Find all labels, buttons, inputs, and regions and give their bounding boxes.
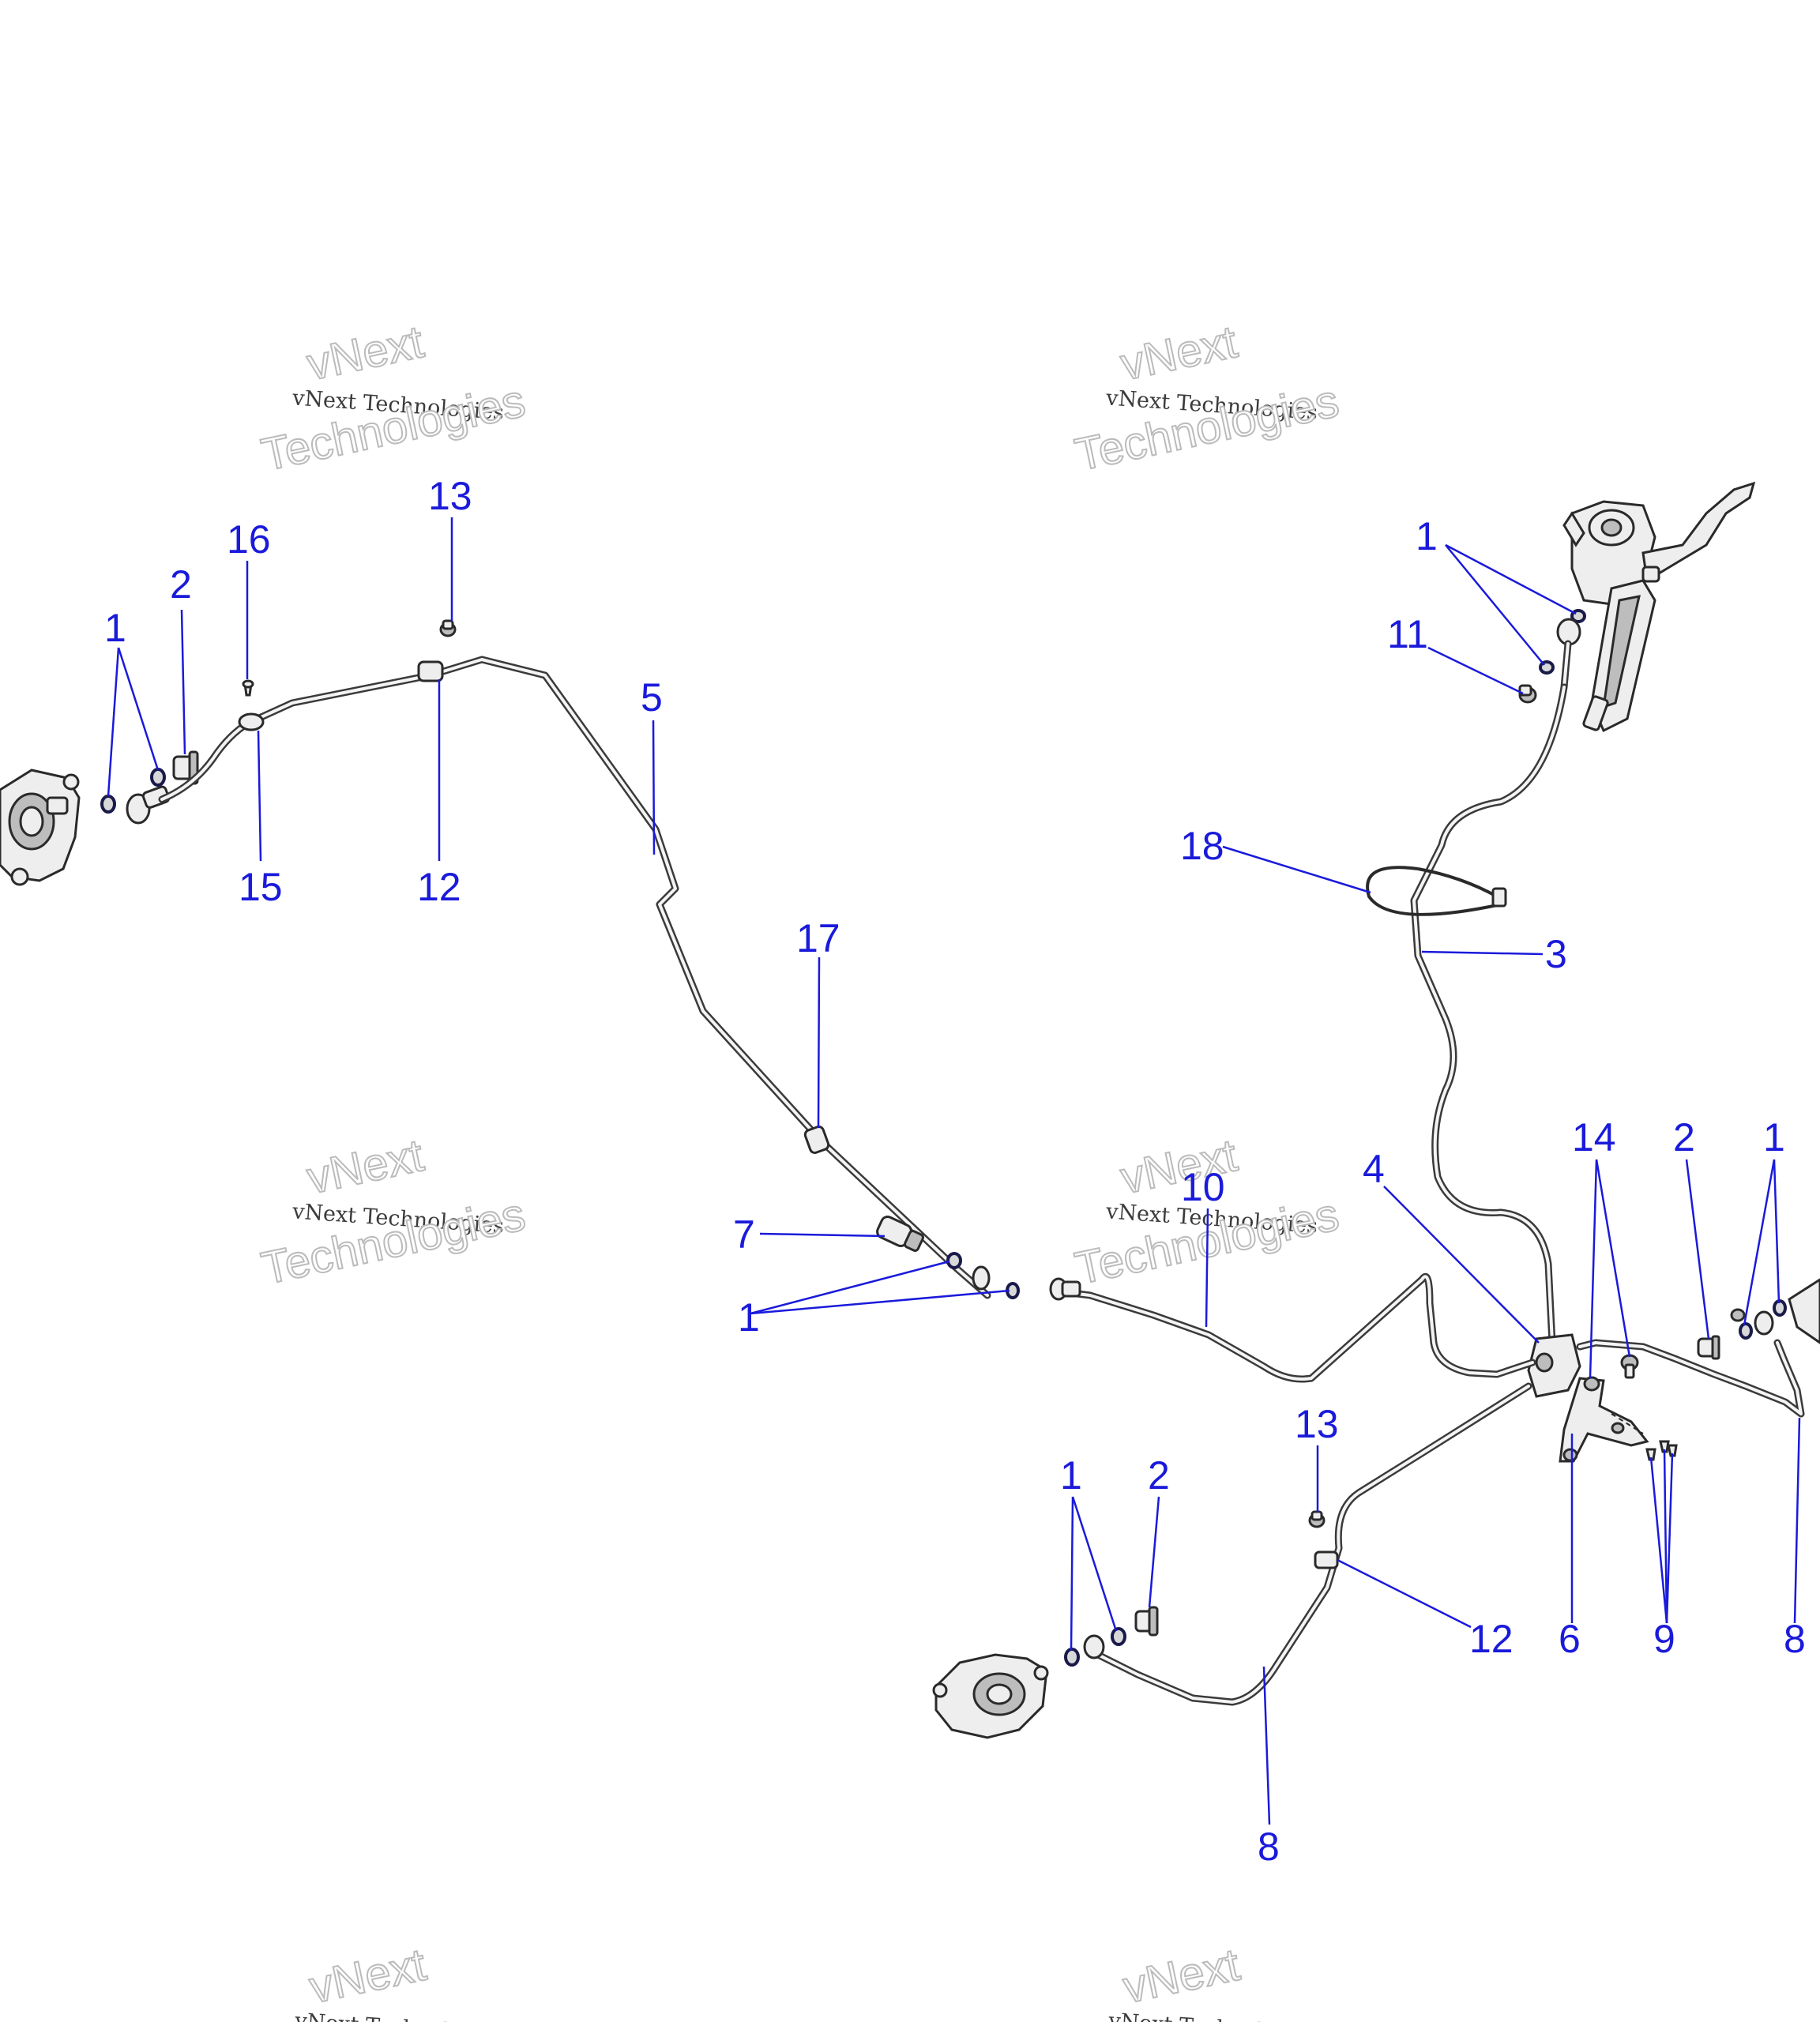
washer (1111, 1627, 1126, 1646)
callout-15: 15 (239, 865, 283, 909)
clip-17 (803, 1125, 830, 1155)
watermark-text: vNext (303, 1129, 428, 1204)
callout-2: 2 (1148, 1453, 1170, 1498)
clip-12 (417, 660, 444, 682)
callout-5: 5 (641, 675, 663, 720)
watermark-text: vNext (303, 316, 428, 390)
clip-12-bottom (1314, 1550, 1339, 1569)
callout-1: 1 (1060, 1453, 1082, 1498)
callout-11: 11 (1387, 612, 1428, 656)
caliper-right-partial (1788, 1278, 1820, 1344)
master-cylinder (1562, 481, 1756, 733)
clip-15 (238, 712, 265, 731)
brake-hose-3 (1410, 683, 1568, 1347)
callout-17: 17 (796, 916, 840, 960)
watermark-bottom-right: vNext vNext Technologies (1107, 1938, 1321, 2022)
washer (150, 768, 166, 787)
callout-3: 3 (1545, 932, 1567, 976)
callout-14: 14 (1572, 1115, 1616, 1159)
brake-line-5 (158, 656, 991, 1299)
washer (100, 795, 116, 814)
leader-lines (107, 517, 1801, 1825)
banjo-bolt-11 (1518, 684, 1537, 704)
screw-13-bottom (1308, 1510, 1326, 1528)
watermark-bottom-left: vNext vNext Technologies (293, 1938, 507, 2022)
callout-1: 1 (1763, 1115, 1785, 1159)
bleeder-screw (1730, 1308, 1746, 1322)
caliper-bottom (932, 1653, 1049, 1739)
banjo-fitting (1083, 1634, 1105, 1659)
callout-8: 8 (1784, 1617, 1806, 1661)
watermark-text: vNext (1119, 1939, 1244, 2013)
fitting-7 (876, 1215, 924, 1252)
callout-9: 9 (1653, 1617, 1675, 1661)
screw-13 (439, 619, 457, 637)
screw-head (242, 679, 254, 689)
mounting-bracket-6 (1559, 1377, 1649, 1463)
watermark-text: vNext Technologies (293, 2009, 507, 2022)
callout-8: 8 (1258, 1825, 1280, 1869)
banjo-bolt (1697, 1335, 1720, 1360)
callout-12: 12 (417, 865, 461, 909)
cable-tie-18 (1366, 866, 1507, 916)
washer (946, 1252, 962, 1269)
watermark-text: vNext (305, 1939, 431, 2013)
brake-junction-block-4 (1527, 1333, 1581, 1398)
callout-13: 13 (428, 474, 472, 518)
screws-9 (1645, 1440, 1678, 1461)
washer (1064, 1648, 1080, 1667)
fitting-14 (1583, 1354, 1639, 1392)
banjo-fitting (1754, 1310, 1774, 1336)
callout-2: 2 (170, 562, 192, 607)
callout-labels: 13 16 2 1 5 15 12 17 7 1 1 11 18 3 10 4 … (104, 474, 1806, 1869)
callout-1: 1 (1416, 514, 1438, 558)
brake-line-8-bottom (1086, 1382, 1532, 1706)
callout-7: 7 (733, 1212, 755, 1257)
banjo-fitting (126, 785, 171, 825)
watermark-text: vNext (1116, 316, 1242, 390)
callout-1: 1 (104, 606, 126, 650)
washer (1739, 1322, 1753, 1340)
callout-12: 12 (1469, 1617, 1514, 1661)
callout-1: 1 (738, 1295, 760, 1340)
watermark-top-right: vNext vNext Technologies Technologies (1070, 315, 1344, 482)
banjo-bolt (1134, 1606, 1159, 1637)
watermark-top-left: vNext vNext Technologies Technologies (257, 315, 531, 482)
brake-line-8-right (1576, 1339, 1805, 1418)
callout-10: 10 (1181, 1165, 1225, 1209)
callout-18: 18 (1180, 824, 1224, 868)
callout-13: 13 (1295, 1402, 1339, 1446)
tube-nut (972, 1265, 991, 1291)
tube-nut (1049, 1277, 1081, 1301)
callout-4: 4 (1363, 1147, 1385, 1191)
watermark-mid-left: vNext vNext Technologies Technologies (257, 1129, 531, 1295)
callout-6: 6 (1559, 1617, 1581, 1661)
callout-16: 16 (227, 517, 271, 562)
callout-2: 2 (1673, 1115, 1695, 1159)
brake-line-10 (1055, 1272, 1536, 1383)
caliper-left (0, 769, 81, 886)
watermark-text: vNext Technologies (1107, 2009, 1321, 2022)
